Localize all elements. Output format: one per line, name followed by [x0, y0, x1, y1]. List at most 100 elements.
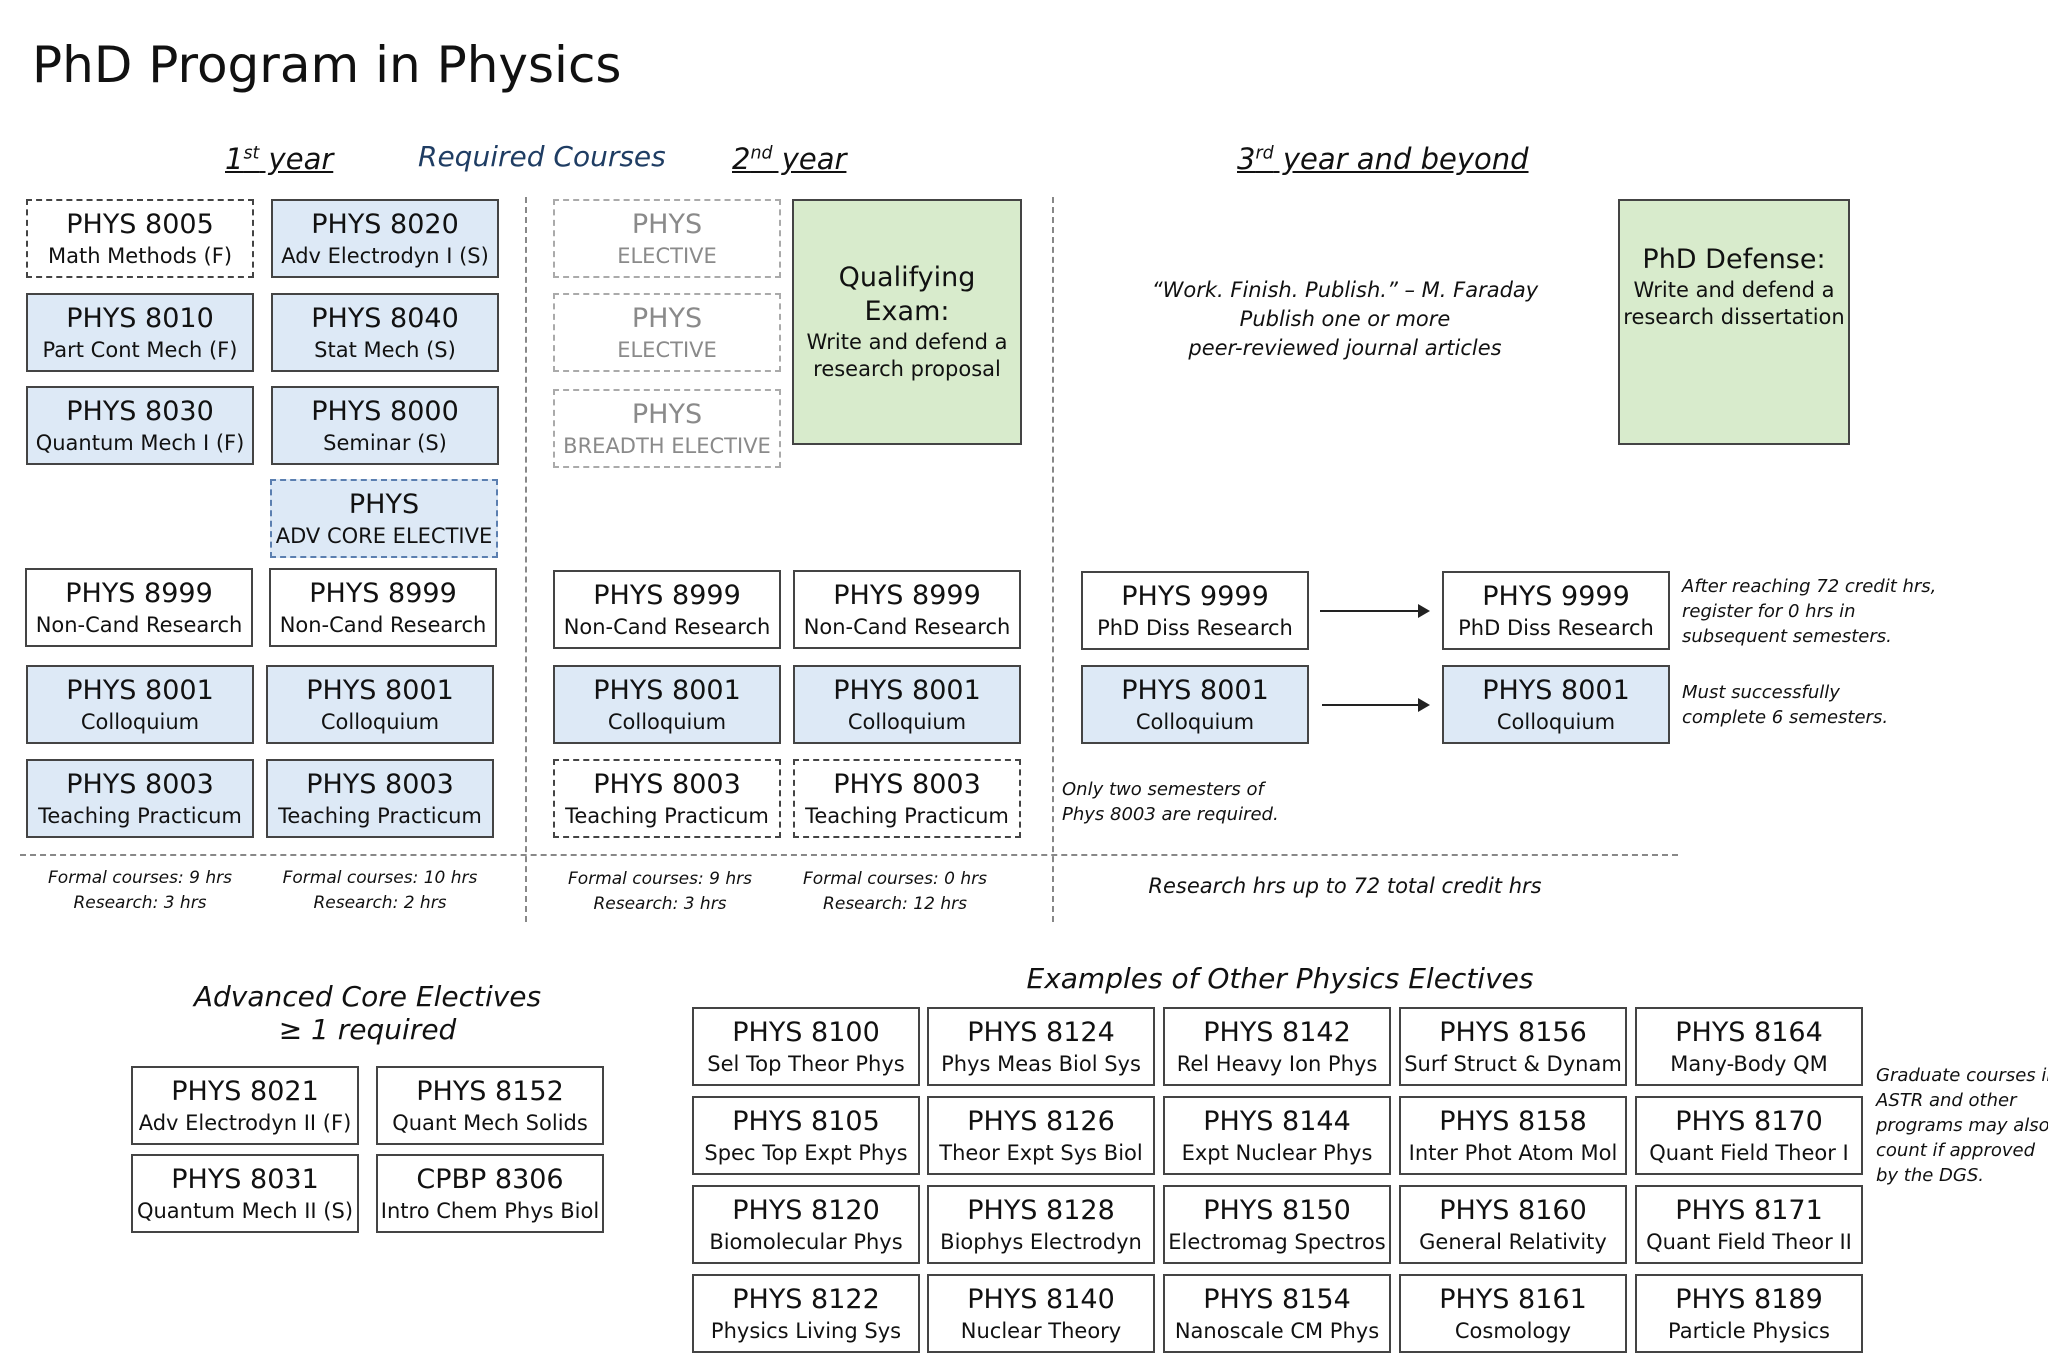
course-name: Inter Phot Atom Mol — [1408, 1140, 1618, 1165]
course-name: Teaching Practicum — [278, 803, 482, 828]
course-name: Non-Cand Research — [563, 614, 771, 639]
defense-title: PhD Defense: — [1642, 244, 1826, 275]
year1-header: 1st year — [225, 142, 334, 176]
course-code: PHYS 8124 — [967, 1016, 1115, 1048]
defense-desc: research dissertation — [1623, 305, 1845, 329]
dissertation-note: After reaching 72 credit hrs, register f… — [1682, 576, 1937, 647]
course-box-phys-8001: PHYS 8001 Colloquium — [793, 665, 1021, 744]
course-name: Quantum Mech I (F) — [35, 430, 245, 455]
course-name: Colloquium — [607, 709, 727, 734]
progression-arrow — [1322, 698, 1430, 712]
course-name: Math Methods (F) — [47, 243, 233, 268]
year1-year2-divider — [525, 197, 527, 922]
course-name: Cosmology — [1454, 1318, 1572, 1343]
year2-year3-divider — [1052, 197, 1054, 922]
course-name: Physics Living Sys — [710, 1318, 902, 1343]
course-code: PHYS 8161 — [1439, 1283, 1587, 1315]
course-box-phys-8001: PHYS 8001 Colloquium — [1442, 665, 1670, 744]
course-box-phys-8040: PHYS 8040 Stat Mech (S) — [271, 293, 499, 372]
research-hours: Research: 2 hrs — [313, 893, 447, 913]
course-code: PHYS — [348, 488, 420, 520]
course-name: Quantum Mech II (S) — [136, 1198, 354, 1223]
research-hours: Research: 3 hrs — [593, 894, 727, 914]
course-name: General Relativity — [1419, 1229, 1607, 1254]
course-box-elective: PHYS ELECTIVE — [553, 293, 781, 372]
course-code: PHYS 8152 — [416, 1075, 564, 1107]
formal-hours: Formal courses: 9 hrs — [568, 869, 752, 889]
course-code: PHYS 8144 — [1203, 1105, 1351, 1137]
course-code: PHYS 8189 — [1675, 1283, 1823, 1315]
counts-divider — [20, 854, 1678, 856]
course-name: Teaching Practicum — [38, 803, 242, 828]
course-name: Expt Nuclear Phys — [1181, 1140, 1373, 1165]
phd-defense-box: PhD Defense: Write and defend a research… — [1618, 199, 1850, 445]
course-code: PHYS 8140 — [967, 1283, 1115, 1315]
research-hours: Research: 12 hrs — [823, 894, 967, 914]
course-box-phys-8010: PHYS 8010 Part Cont Mech (F) — [26, 293, 254, 372]
course-code: PHYS — [631, 208, 703, 240]
course-code: PHYS 8128 — [967, 1194, 1115, 1226]
course-code: PHYS 8030 — [66, 395, 214, 427]
course-code: PHYS 8160 — [1439, 1194, 1587, 1226]
year2-header: 2nd year — [732, 142, 847, 176]
course-name: Teaching Practicum — [565, 803, 769, 828]
course-name: Nuclear Theory — [960, 1318, 1122, 1343]
adv-core-title: Advanced Core Electives ≥ 1 required — [193, 980, 542, 1046]
course-code: PHYS 8142 — [1203, 1016, 1351, 1048]
course-box-phys-8999: PHYS 8999 Non-Cand Research — [269, 568, 497, 647]
course-code: PHYS 8105 — [732, 1105, 880, 1137]
other-electives-title: Examples of Other Physics Electives — [1026, 962, 1534, 995]
course-box-phys-8999: PHYS 8999 Non-Cand Research — [793, 570, 1021, 649]
course-name: Surf Struct & Dynam — [1404, 1051, 1622, 1076]
course-name: Particle Physics — [1668, 1318, 1830, 1343]
course-name: Intro Chem Phys Biol — [380, 1198, 600, 1223]
course-name: Rel Heavy Ion Phys — [1176, 1051, 1378, 1076]
course-code: PHYS 8040 — [311, 302, 459, 334]
course-name: PhD Diss Research — [1458, 615, 1654, 640]
course-name: Stat Mech (S) — [314, 337, 456, 362]
course-box-cpbp-8306: CPBP 8306 Intro Chem Phys Biol — [376, 1154, 604, 1233]
course-box-adv-core-elective: PHYS ADV CORE ELECTIVE — [270, 479, 498, 558]
course-box-phys-8003: PHYS 8003 Teaching Practicum — [26, 759, 254, 838]
course-name: Seminar (S) — [323, 430, 447, 455]
course-box-phys-8001: PHYS 8001 Colloquium — [553, 665, 781, 744]
teaching-note: Only two semesters of Phys 8003 are requ… — [1062, 779, 1279, 825]
qual-desc: Write and defend a — [806, 330, 1008, 354]
course-code: PHYS 8999 — [65, 577, 213, 609]
course-code: PHYS 8001 — [1482, 674, 1630, 706]
course-code: PHYS 8003 — [833, 768, 981, 800]
course-code: PHYS 8000 — [311, 395, 459, 427]
course-box-phys-8021: PHYS 8021 Adv Electrodyn II (F) — [131, 1066, 359, 1145]
course-code: PHYS 8003 — [66, 768, 214, 800]
course-name: Biomolecular Phys — [709, 1229, 903, 1254]
course-box-phys-8030: PHYS 8030 Quantum Mech I (F) — [26, 386, 254, 465]
formal-hours: Formal courses: 9 hrs — [48, 868, 232, 888]
course-name: Teaching Practicum — [805, 803, 1009, 828]
course-code: PHYS 8001 — [833, 674, 981, 706]
credit-count: Formal courses: 0 hrs Research: 12 hrs — [795, 867, 995, 917]
course-name: Quant Field Theor I — [1649, 1140, 1849, 1165]
formal-hours: Formal courses: 10 hrs — [282, 868, 478, 888]
course-box-phys-8031: PHYS 8031 Quantum Mech II (S) — [131, 1154, 359, 1233]
credit-count: Formal courses: 9 hrs Research: 3 hrs — [40, 866, 240, 916]
course-name: ELECTIVE — [617, 337, 717, 362]
course-name: Part Cont Mech (F) — [42, 337, 238, 362]
research-total-note: Research hrs up to 72 total credit hrs — [1148, 874, 1542, 898]
course-name: Colloquium — [1496, 709, 1616, 734]
course-code: PHYS 9999 — [1482, 580, 1630, 612]
course-box-phys-8001: PHYS 8001 Colloquium — [266, 665, 494, 744]
required-courses-header: Required Courses — [418, 140, 666, 173]
course-code: PHYS 8031 — [171, 1163, 319, 1195]
course-code: PHYS 8020 — [311, 208, 459, 240]
course-name: Colloquium — [1135, 709, 1255, 734]
